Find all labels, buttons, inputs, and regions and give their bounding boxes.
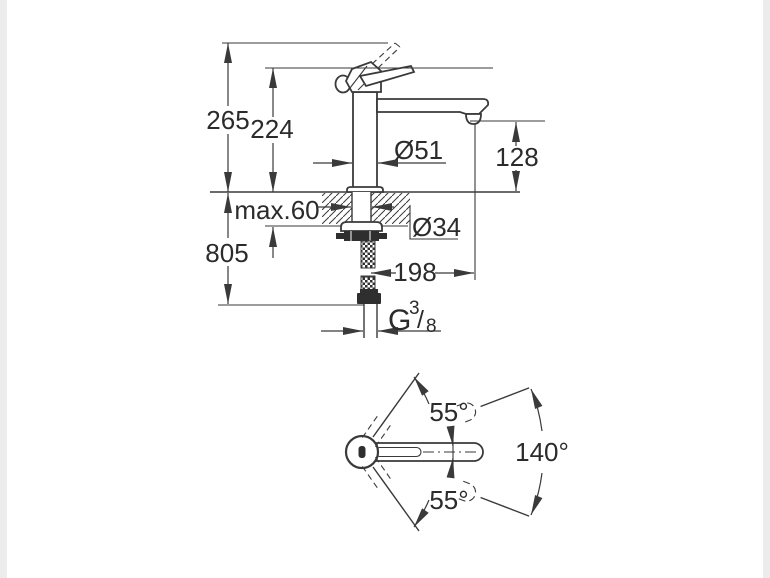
dim-d34-label: Ø34 xyxy=(412,212,461,242)
braided-hose-upper xyxy=(360,240,376,269)
dimension-d51: Ø51 xyxy=(313,135,446,167)
dim-max60-label: max.60 xyxy=(234,195,319,225)
arc-55-upper-a xyxy=(413,376,430,405)
faucet-body-column xyxy=(352,91,378,190)
rotated-spout-tip-lower xyxy=(456,480,530,517)
arc-140-lower xyxy=(530,472,543,516)
rotated-spout-tip-upper xyxy=(456,387,530,424)
spout-dashed-edges-lower xyxy=(361,456,394,492)
dim-805-label: 805 xyxy=(205,238,248,268)
g38-label-sup3: 3 xyxy=(409,298,420,319)
top-view-swivel-range: 55° 55° 140° xyxy=(344,372,569,532)
dimension-224: 224 xyxy=(250,68,294,192)
hose-break-ticks xyxy=(361,267,375,278)
mounting-nut xyxy=(344,231,379,241)
angle-55-upper: 55° xyxy=(413,376,469,447)
mounting-nut-wing-right xyxy=(378,233,387,239)
g38-connection-pipe xyxy=(363,304,378,338)
rotated-axis-line-lower xyxy=(480,496,530,517)
rotated-axis-line-upper xyxy=(480,387,530,408)
left-edge-strip xyxy=(0,0,7,578)
hose-connector-nut xyxy=(357,293,381,304)
dim-d51-label: Ø51 xyxy=(394,135,443,165)
angle-55-lower: 55° xyxy=(413,457,469,528)
spout-dashed-edges-upper xyxy=(361,412,394,448)
dimension-g38-thread: G 3 / 8 xyxy=(321,298,441,337)
lever-raised-position-dashed xyxy=(371,42,401,69)
countertop-hatch-left xyxy=(322,193,352,224)
dashed-edge-lines-lower xyxy=(361,456,394,492)
mounting-nut-wing-left xyxy=(336,233,345,239)
g38-label-sub8: 8 xyxy=(426,316,437,337)
dashed-spout-tip-upper xyxy=(456,402,477,424)
arc-55-upper-b xyxy=(446,425,455,447)
arc-140-upper xyxy=(530,388,543,432)
hose-collar xyxy=(360,289,378,293)
d34-leader-line xyxy=(409,205,458,240)
pipe-mask xyxy=(364,304,377,338)
dashed-spout-tip-lower xyxy=(456,480,477,502)
side-view: 265 224 max.60 805 Ø51 128 xyxy=(205,42,545,338)
countertop-hatch-right xyxy=(371,193,410,224)
dimension-max-60: max.60 xyxy=(234,195,320,258)
angle-55-upper-label: 55° xyxy=(429,397,468,427)
arc-55-lower-a xyxy=(413,499,430,528)
nut-highlight-slits xyxy=(350,231,371,241)
swivel-limit-line-lower xyxy=(372,466,420,532)
swivel-limit-line-upper xyxy=(372,372,420,438)
dim-128-label: 128 xyxy=(495,142,538,172)
right-edge-strip xyxy=(763,0,770,578)
g38-label-g: G xyxy=(388,304,411,337)
angle-55-lower-label: 55° xyxy=(429,485,468,515)
spout-aerator-outlet xyxy=(465,113,482,125)
shank-mask xyxy=(352,192,371,230)
dim-224-label: 224 xyxy=(250,114,293,144)
dim-198-label: 198 xyxy=(393,257,436,287)
angle-140-label: 140° xyxy=(515,437,569,467)
dimension-805: 805 xyxy=(205,193,249,304)
mounting-flange xyxy=(340,221,383,232)
faucet-spout xyxy=(376,98,490,115)
dashed-edge-lines-upper xyxy=(361,412,394,448)
g38-label-slash: / xyxy=(417,306,424,334)
dimension-265: 265 xyxy=(206,43,250,192)
faucet-base-plate xyxy=(346,186,384,193)
angle-140-total: 140° xyxy=(515,388,569,516)
dimension-d34: Ø34 xyxy=(316,203,461,242)
dimension-198: 198 xyxy=(371,257,474,287)
dim-265-label: 265 xyxy=(206,105,249,135)
faucet-lever-handle xyxy=(358,64,416,88)
lever-top-view-dot xyxy=(358,446,366,458)
arc-55-lower-b xyxy=(446,457,455,479)
dimension-128: 128 xyxy=(495,122,539,191)
